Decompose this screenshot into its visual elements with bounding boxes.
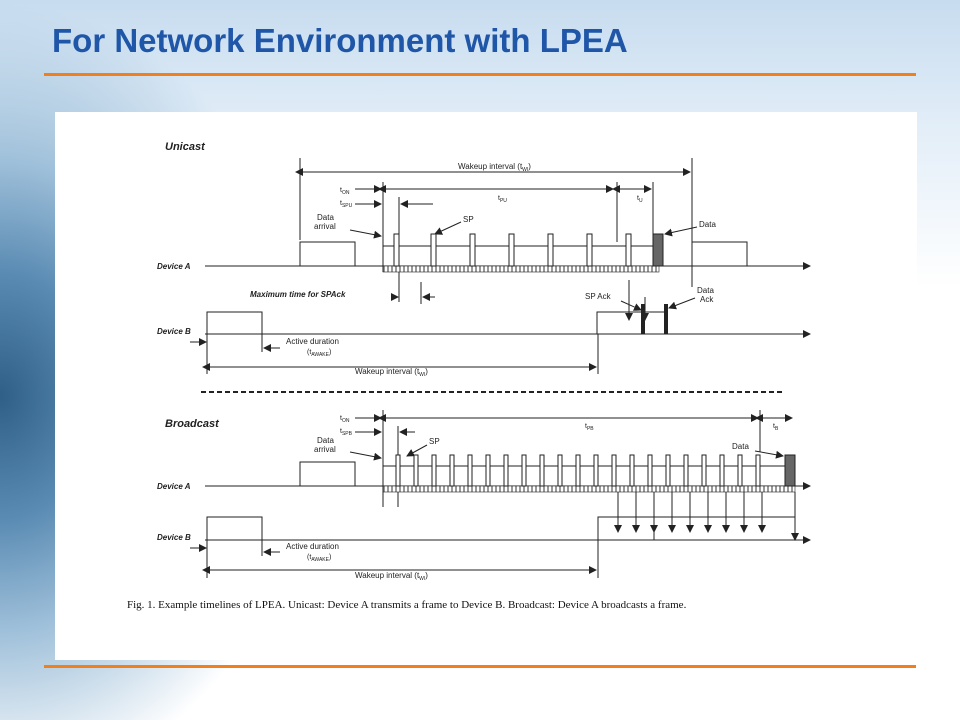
b-device-a-preamble-box <box>382 465 796 487</box>
active-duration-symbol: (tAWAKE) <box>307 349 331 358</box>
device-b-active-box <box>206 311 263 335</box>
t-u-label: tU <box>637 195 643 204</box>
figure-caption: Fig. 1. Example timelines of LPEA. Unica… <box>127 599 687 611</box>
data-arrival-label-1: Data <box>317 213 334 222</box>
broadcast-device-a-label: Device A <box>157 482 191 491</box>
timeline-diagram: Unicast Wakeup interval (tWI) tON tPU tU… <box>157 141 811 582</box>
b-data-label: Data <box>732 442 749 451</box>
data-arrow <box>664 226 698 237</box>
broadcast-section-label: Broadcast <box>165 418 220 430</box>
t-spu-label: tSPU <box>340 200 353 209</box>
b-t-on-label: tON <box>340 415 350 424</box>
unicast-device-b-label: Device B <box>157 327 191 336</box>
sp-ack-label: SP Ack <box>585 292 612 301</box>
b-device-a-hatch <box>382 485 796 493</box>
broadcast-sp-drops <box>614 492 799 541</box>
footer-rule <box>44 665 916 668</box>
device-a-preamble-box <box>382 245 660 267</box>
sp-arrow <box>434 221 462 235</box>
data-ack-frame <box>664 304 668 334</box>
device-a-active-box <box>299 241 356 267</box>
data-ack-label-2: Ack <box>700 295 714 304</box>
data-arrival-arrow <box>349 229 382 239</box>
device-a-next-active-box <box>691 241 748 267</box>
b-active-duration-label: Active duration <box>286 542 339 551</box>
unicast-section-label: Unicast <box>165 141 206 153</box>
t-on-label: tON <box>340 187 350 196</box>
unicast-sp-pulses <box>393 233 632 267</box>
slide-title: For Network Environment with LPEA <box>52 22 628 59</box>
b-data-arrow <box>754 450 784 459</box>
b-sp-arrow <box>406 444 428 457</box>
sp-ack-arrow <box>620 300 642 311</box>
b-t-spb-label: tSPB <box>340 428 353 437</box>
data-ack-arrow <box>668 297 696 310</box>
sp-ack-frame <box>641 304 645 334</box>
data-arrival-label-2: arrival <box>314 222 336 231</box>
lpea-timeline-figure: Unicast Wakeup interval (tWI) tON tPU tU… <box>55 112 917 660</box>
data-ack-label-1: Data <box>697 286 714 295</box>
max-time-spack-label: Maximum time for SPAck <box>250 290 346 299</box>
b-t-b-label: tB <box>773 423 779 432</box>
sp-label: SP <box>463 215 474 224</box>
unicast-data-frame <box>652 233 664 267</box>
b-active-duration-symbol: (tAWAKE) <box>307 554 331 563</box>
device-a-hatch <box>382 265 660 273</box>
b-sp-label: SP <box>429 437 440 446</box>
b-device-a-active-box <box>299 461 356 487</box>
t-pu-label: tPU <box>498 195 507 204</box>
broadcast-device-b-label: Device B <box>157 533 191 542</box>
b-data-arrival-label-1: Data <box>317 436 334 445</box>
broadcast-data-frame <box>784 454 796 487</box>
b-device-b-active-box <box>206 516 263 541</box>
b-data-arrival-label-2: arrival <box>314 445 336 454</box>
unicast-device-a-label: Device A <box>157 262 191 271</box>
data-label: Data <box>699 220 716 229</box>
b-data-arrival-arrow <box>349 451 382 461</box>
title-underline <box>44 73 916 76</box>
b-t-pb-label: tPB <box>585 423 594 432</box>
device-b-wake-box <box>596 311 668 335</box>
broadcast-sp-pulses <box>395 454 761 487</box>
b-device-b-wake-box <box>597 516 796 541</box>
wakeup-interval-label: Wakeup interval (tWI) <box>458 162 531 173</box>
b-device-b-wakeup-label: Wakeup interval (tWI) <box>355 571 428 582</box>
active-duration-label: Active duration <box>286 337 339 346</box>
device-b-wakeup-label: Wakeup interval (tWI) <box>355 367 428 378</box>
